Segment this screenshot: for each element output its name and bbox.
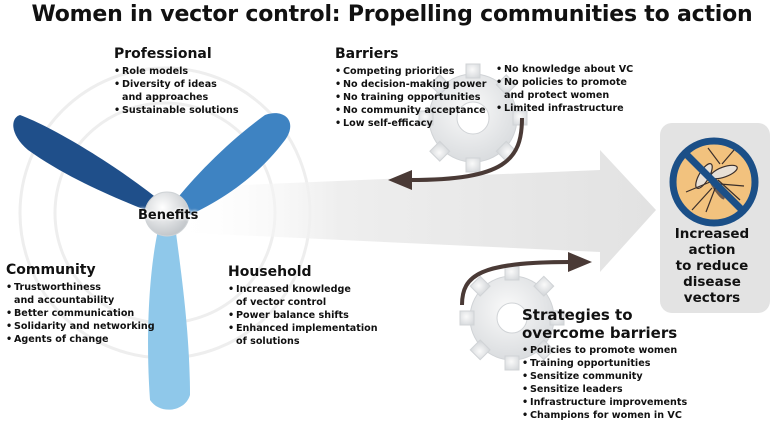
curved-arrow-icon	[388, 117, 524, 190]
household-list: Increased knowledge of vector control Po…	[228, 283, 378, 348]
main-arrow	[170, 150, 656, 272]
list-item: Limited infrastructure	[496, 102, 633, 115]
list-item: Low self-efficacy	[335, 117, 486, 130]
list-item: Infrastructure improvements	[522, 396, 687, 409]
outcome-line: to reduce	[675, 258, 749, 274]
outcome-text: Increased action to reduce disease vecto…	[660, 226, 764, 306]
list-item: Better communication	[6, 307, 155, 320]
fan-icon	[13, 113, 291, 410]
blade-top-left	[13, 115, 166, 215]
outcome-line: disease	[683, 274, 741, 290]
list-item: Policies to promote women	[522, 344, 687, 357]
household-heading: Household	[228, 264, 312, 280]
barriers-list-right: No knowledge about VC No policies to pro…	[496, 63, 633, 115]
barriers-list-right-block: No knowledge about VC No policies to pro…	[496, 63, 633, 115]
list-item: Power balance shifts	[228, 309, 378, 322]
benefits-label: Benefits	[138, 208, 199, 223]
barriers-heading: Barriers	[335, 46, 399, 62]
household-section: Household Increased knowledge of vector …	[228, 264, 378, 348]
professional-list: Role models Diversity of ideas and appro…	[114, 65, 239, 117]
outcome-line: Increased	[674, 226, 750, 242]
list-item: Agents of change	[6, 333, 155, 346]
prohibition-icon	[669, 137, 759, 227]
list-item: Role models	[114, 65, 239, 78]
blade-right	[170, 113, 291, 220]
community-heading: Community	[6, 262, 96, 278]
list-item: Training opportunities	[522, 357, 687, 370]
barriers-list-left: Competing priorities No decision-making …	[335, 65, 486, 130]
outcome-line: action	[688, 242, 736, 258]
list-item: No knowledge about VC	[496, 63, 633, 76]
list-item: No policies to promote and protect women	[496, 76, 633, 102]
professional-section: Professional Role models Diversity of id…	[114, 46, 239, 117]
community-section: Community Trustworthiness and accountabi…	[6, 262, 155, 346]
list-item: Enhanced implementation of solutions	[228, 322, 378, 348]
list-item: Increased knowledge of vector control	[228, 283, 378, 309]
strategies-heading-line1: Strategies to	[522, 306, 633, 324]
barriers-section: Barriers Competing priorities No decisio…	[335, 46, 486, 130]
list-item: Champions for women in VC	[522, 409, 687, 422]
list-item: Trustworthiness and accountability	[6, 281, 155, 307]
list-item: Sustainable solutions	[114, 104, 239, 117]
list-item: No community acceptance	[335, 104, 486, 117]
strategies-section: Strategies to overcome barriers Policies…	[522, 306, 687, 422]
page-title: Women in vector control: Propelling comm…	[31, 2, 753, 27]
blade-bottom	[148, 222, 190, 410]
list-item: Sensitize leaders	[522, 383, 687, 396]
list-item: Diversity of ideas and approaches	[114, 78, 239, 104]
community-list: Trustworthiness and accountability Bette…	[6, 281, 155, 346]
list-item: No training opportunities	[335, 91, 486, 104]
list-item: Solidarity and networking	[6, 320, 155, 333]
curved-arrow-icon	[460, 252, 592, 306]
list-item: Competing priorities	[335, 65, 486, 78]
list-item: No decision-making power	[335, 78, 486, 91]
outcome-line: vectors	[683, 290, 741, 306]
strategies-list: Policies to promote women Training oppor…	[522, 344, 687, 422]
strategies-heading-line2: overcome barriers	[522, 324, 678, 342]
fan-hub	[144, 191, 190, 237]
professional-heading: Professional	[114, 46, 212, 62]
list-item: Sensitize community	[522, 370, 687, 383]
